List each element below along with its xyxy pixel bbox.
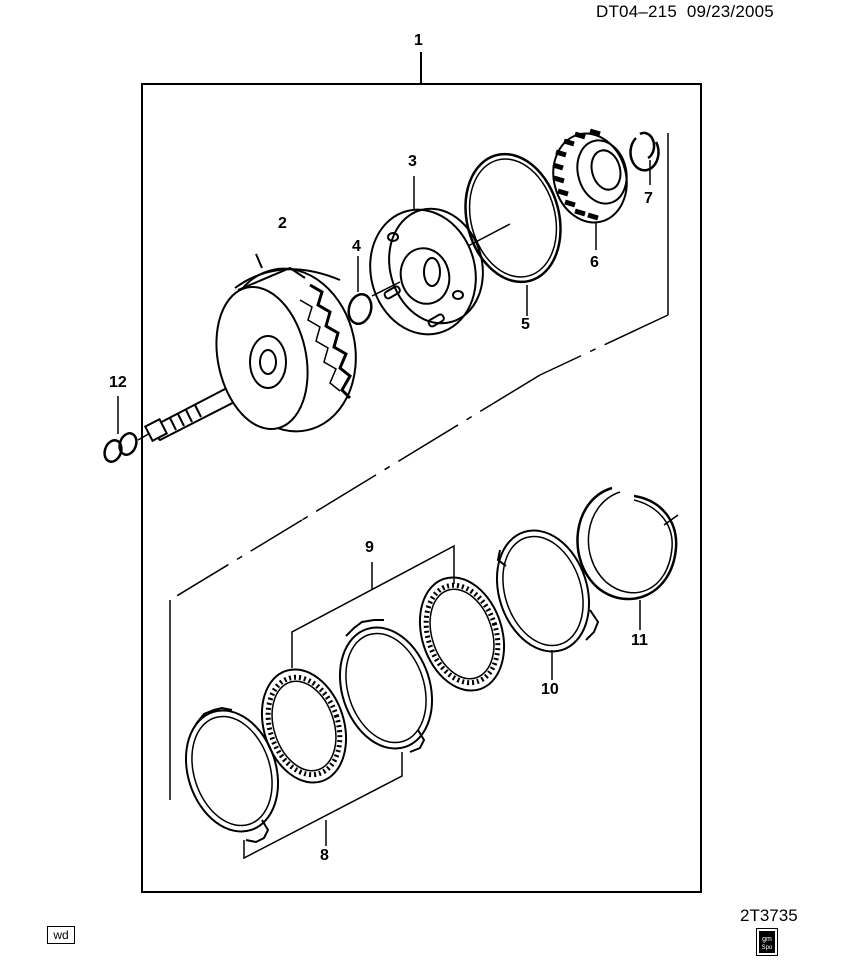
callout-4: 4 [352,238,361,255]
part-4-oring [347,256,373,326]
callout-3: 3 [408,153,417,170]
document-header: DT04–215 09/23/2005 [596,2,774,22]
gm-spo-logo: gm Spo [756,928,778,956]
callout-1: 1 [414,32,423,49]
part-10-backing-plate [495,529,600,680]
part-5-seal-ring [464,152,562,316]
part-8-steel-plate-front [184,706,280,844]
assembly-axis [169,133,669,800]
callout-8: 8 [320,847,329,864]
part-9-friction-plate-front [260,668,348,784]
part-7-retainer [629,131,660,185]
callout-7: 7 [644,190,653,207]
part-3-piston [369,176,484,336]
callout-5: 5 [521,316,530,333]
spo-logo-text: Spo [762,945,773,951]
doc-date: 09/23/2005 [686,2,774,21]
part-6-spring-assembly [552,128,628,250]
callout-10: 10 [541,681,559,698]
callout-6: 6 [590,254,599,271]
assembly-frame [141,52,702,893]
callout-9: 9 [365,539,374,556]
bracket-9 [291,544,455,668]
part-9-friction-plate-rear [418,576,506,692]
bracket-8 [243,752,403,860]
callout-11: 11 [631,632,648,649]
part-11-snap-ring [576,486,679,630]
doc-id: DT04–215 [596,2,677,21]
figure-code: 2T3735 [740,906,798,925]
gm-logo-text: gm [762,936,772,943]
wd-badge: wd [47,926,75,944]
part-12-rings [103,396,153,463]
callout-2: 2 [278,215,287,232]
part-8-steel-plate-rear [338,619,434,753]
callout-12: 12 [109,374,127,391]
part-2-housing-shaft [143,253,357,443]
